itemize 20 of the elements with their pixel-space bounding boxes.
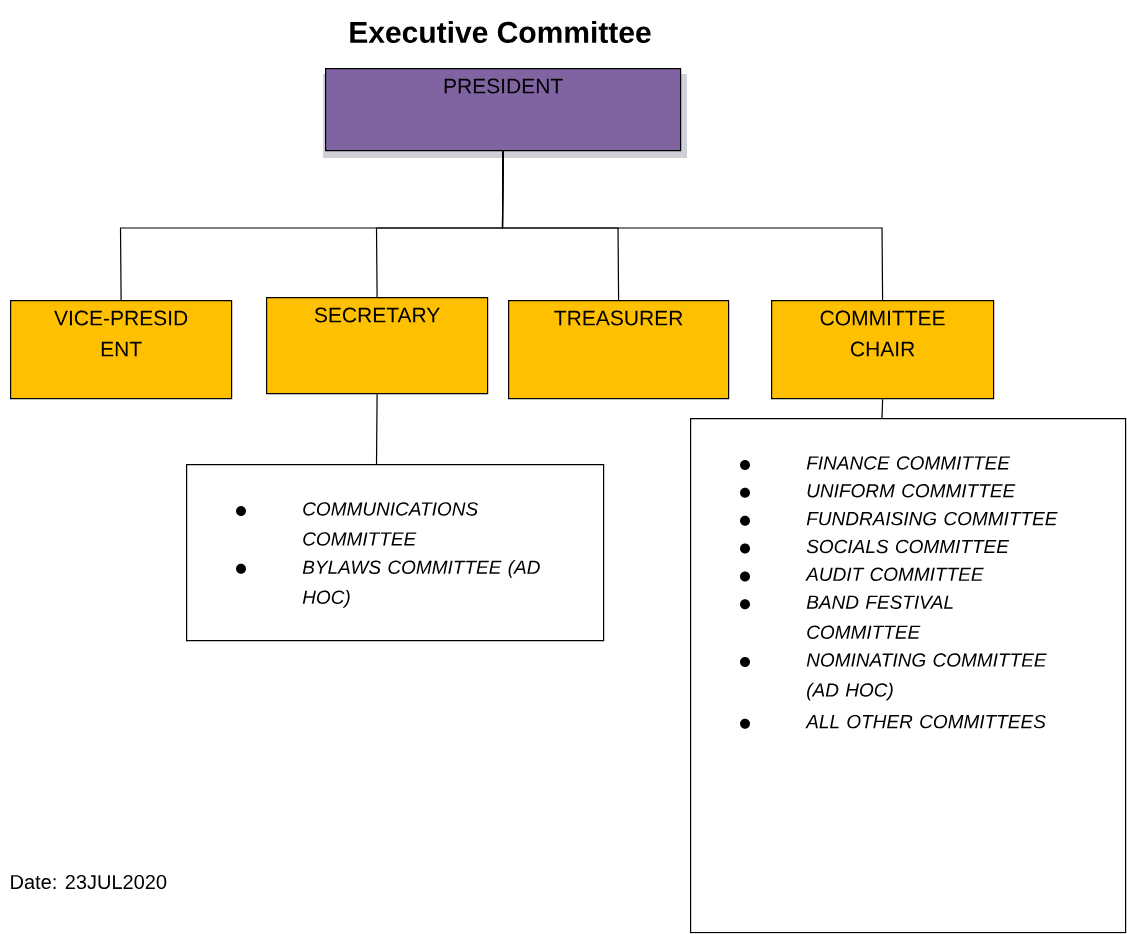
title: Executive Committee <box>350 21 651 43</box>
connector-line <box>375 393 378 465</box>
role-box: SECRETARY <box>266 297 489 395</box>
committee-item: BAND FESTIVAL COMMITTEE <box>806 595 953 639</box>
president-box: PRESIDENT <box>325 68 682 152</box>
connector-line <box>501 150 884 301</box>
committee-item: NOMINATING COMMITTEE (AD HOC) <box>806 653 1047 701</box>
committee-item: FINANCE COMMITTEE <box>806 456 1011 470</box>
committee-item: ALL OTHER COMMITTEES <box>805 714 1046 729</box>
committee-item: FUNDRAISING COMMITTEE <box>806 511 1058 526</box>
role-box: COMMITTEE CHAIR <box>771 300 995 400</box>
date-note: Date: 23JUL2020 <box>11 874 167 890</box>
committee-item: COMMUNICATIONS COMMITTEE <box>303 502 478 546</box>
committee-item: AUDIT COMMITTEE <box>805 567 984 582</box>
committee-item: UNIFORM COMMITTEE <box>807 484 1016 498</box>
committee-item: BYLAWS COMMITTEE (AD HOC) <box>302 560 540 608</box>
connector-line <box>881 398 884 419</box>
role-box: TREASURER <box>508 300 730 400</box>
role-box: VICE-PRESID ENT <box>10 300 233 400</box>
committee-item: SOCIALS COMMITTEE <box>806 539 1010 554</box>
